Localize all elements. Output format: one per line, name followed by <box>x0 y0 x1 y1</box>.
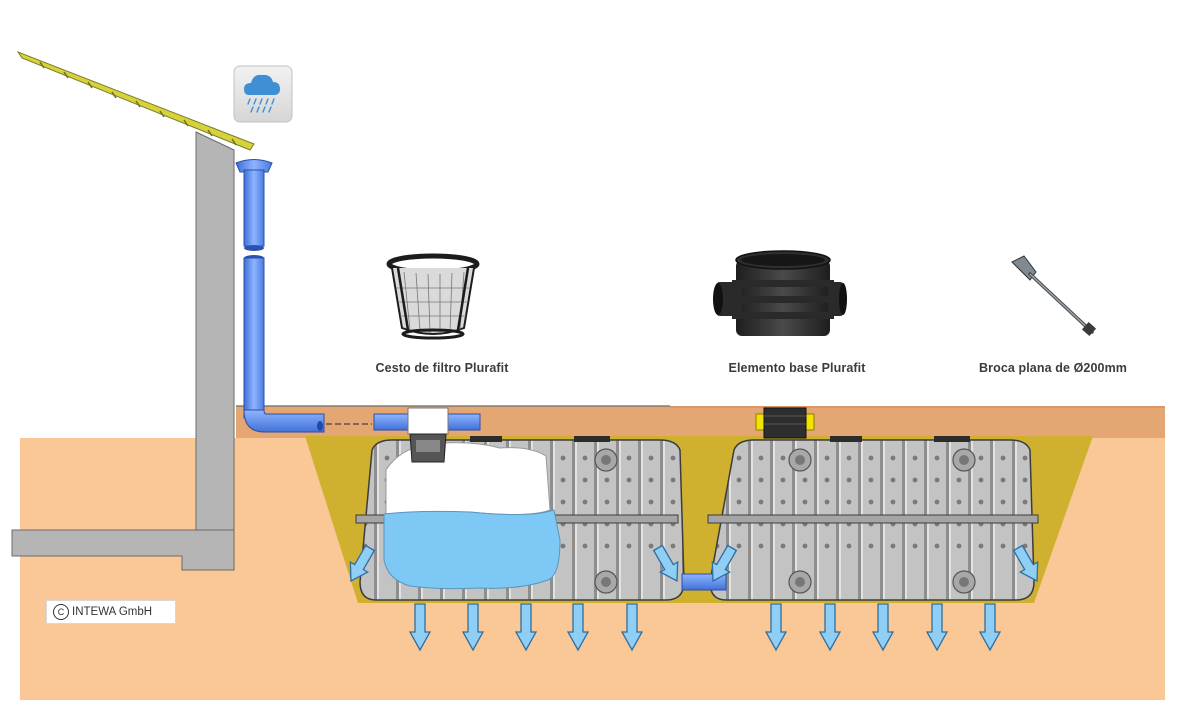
right-tank <box>707 436 1039 601</box>
installed-filter-inlet <box>373 407 481 463</box>
arrow-diagonal <box>349 544 376 582</box>
wall <box>195 131 235 531</box>
arrow-down <box>818 603 842 652</box>
copyright-notice: C INTEWA GmbH <box>46 600 176 624</box>
arrow-down <box>764 603 788 652</box>
copyright-icon: C <box>53 604 69 620</box>
filter-basket-caption: Cesto de filtro Plurafit <box>375 361 509 375</box>
copyright-text: INTEWA GmbH <box>72 606 153 618</box>
installed-base-element <box>755 407 815 439</box>
rain-cloud-icon <box>233 65 293 123</box>
arrow-down <box>620 603 644 652</box>
arrow-diagonal <box>652 544 679 582</box>
arrow-down <box>461 603 485 652</box>
base-element-caption: Elemento base Plurafit <box>728 361 866 375</box>
filter-basket-icon <box>386 253 480 340</box>
arrow-down <box>566 603 590 652</box>
left-tank <box>355 436 685 601</box>
stored-water <box>383 509 561 590</box>
downpipe <box>235 159 372 433</box>
flat-drill-bit-icon <box>1011 255 1097 337</box>
infiltration-arrows <box>349 544 1039 652</box>
arrow-down <box>514 603 538 652</box>
cutaway-interior <box>385 442 551 516</box>
flat-drill-caption: Broca plana de Ø200mm <box>979 361 1127 375</box>
base-element-icon <box>713 250 847 336</box>
foundation-slab <box>11 529 235 571</box>
arrow-down <box>408 603 432 652</box>
arrow-down <box>978 603 1002 652</box>
arrow-down <box>925 603 949 652</box>
arrow-down <box>871 603 895 652</box>
arrow-diagonal <box>711 544 738 582</box>
house <box>11 50 255 571</box>
arrow-diagonal <box>1012 544 1039 582</box>
